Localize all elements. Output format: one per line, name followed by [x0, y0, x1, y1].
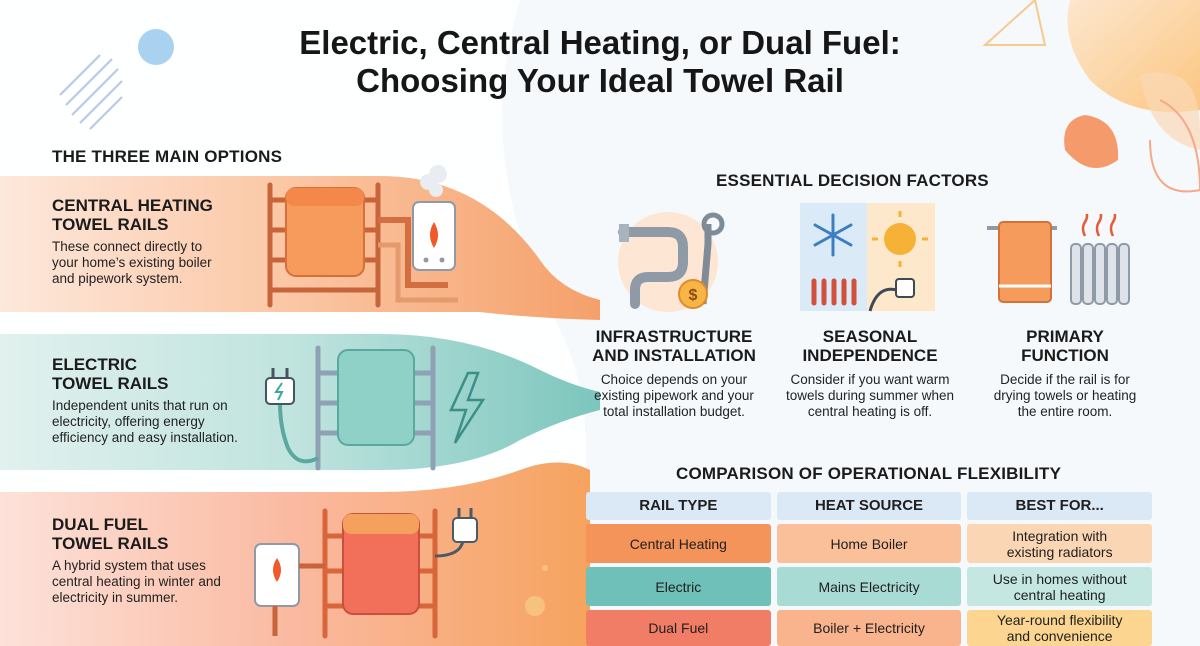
factor-description: Choice depends on your existing pipework…	[584, 372, 764, 420]
factor-title-line-1: INFRASTRUCTURE	[595, 327, 753, 346]
table-cell-best-for: Integration with existing radiators	[967, 524, 1153, 563]
factor-title-line-1: SEASONAL	[822, 327, 918, 346]
factor-title: INFRASTRUCTURE AND INSTALLATION	[584, 327, 764, 365]
table-row: Central Heating Home Boiler Integration …	[586, 524, 1153, 563]
factor-description: Consider if you want warm towels during …	[775, 372, 965, 420]
table-cell-best-for: Use in homes without central heating	[967, 567, 1153, 606]
factor-seasonal: SEASONAL INDEPENDENCE Consider if you wa…	[775, 327, 965, 420]
table-cell-rail-type: Dual Fuel	[586, 610, 771, 646]
table-cell-rail-type: Central Heating	[586, 524, 771, 563]
option-description-line-3: electricity in summer.	[52, 590, 179, 605]
factor-description-line-3: central heating is off.	[807, 404, 933, 419]
table-header-cell: HEAT SOURCE	[776, 492, 962, 520]
table-header-row: RAIL TYPE HEAT SOURCE BEST FOR...	[586, 492, 1153, 520]
factor-description-line-2: drying towels or heating	[993, 388, 1137, 403]
factor-title: PRIMARY FUNCTION	[975, 327, 1155, 365]
best-for-line-1: Year-round flexibility	[996, 612, 1123, 628]
option-description-line-2: electricity, offering energy	[52, 414, 205, 429]
option-title: CENTRAL HEATING TOWEL RAILS	[52, 196, 282, 234]
table-cell-heat-source: Home Boiler	[776, 524, 962, 563]
option-title-line-1: DUAL FUEL	[52, 515, 149, 534]
table-cell-heat-source: Mains Electricity	[776, 567, 962, 606]
option-description-line-3: efficiency and easy installation.	[52, 430, 238, 445]
best-for-line-2: and convenience	[1006, 628, 1113, 644]
option-description-line-1: These connect directly to	[52, 239, 203, 254]
table-row: Electric Mains Electricity Use in homes …	[586, 567, 1153, 606]
table-cell-heat-source: Boiler + Electricity	[776, 610, 962, 646]
table-cell-rail-type: Electric	[586, 567, 771, 606]
factor-title-line-2: INDEPENDENCE	[802, 346, 938, 365]
best-for-line-2: existing radiators	[1006, 543, 1113, 560]
factor-description-line-1: Decide if the rail is for	[1000, 372, 1130, 387]
best-for-line-2: central heating	[1013, 586, 1106, 603]
dual-fuel-rail-boiler-plug-icon	[254, 508, 478, 639]
factor-description-line-1: Consider if you want warm	[790, 372, 950, 387]
option-dual-fuel: DUAL FUEL TOWEL RAILS A hybrid system th…	[52, 515, 282, 606]
option-title: ELECTRIC TOWEL RAILS	[52, 355, 282, 393]
factor-primary-function: PRIMARY FUNCTION Decide if the rail is f…	[975, 327, 1155, 420]
electric-rail-plug-icon	[265, 345, 486, 471]
table-header-cell: BEST FOR...	[967, 492, 1153, 520]
table-header-cell: RAIL TYPE	[586, 492, 771, 520]
factor-description-line-2: existing pipework and your	[594, 388, 754, 403]
towel-radiator-icon	[987, 214, 1130, 305]
page-title: Electric, Central Heating, or Dual Fuel:…	[180, 24, 1020, 100]
factor-infrastructure: INFRASTRUCTURE AND INSTALLATION Choice d…	[584, 327, 764, 420]
factor-description-line-3: total installation budget.	[603, 404, 745, 419]
table-row: Dual Fuel Boiler + Electricity Year-roun…	[586, 610, 1153, 646]
factor-title-line-2: AND INSTALLATION	[592, 346, 756, 365]
factor-title: SEASONAL INDEPENDENCE	[775, 327, 965, 365]
factor-title-line-1: PRIMARY	[1026, 327, 1104, 346]
factor-description-line-3: the entire room.	[1017, 404, 1113, 419]
comparison-heading: COMPARISON OF OPERATIONAL FLEXIBILITY	[676, 464, 1062, 483]
best-for-line-1: Integration with	[1012, 527, 1108, 544]
option-description-line-2: central heating in winter and	[52, 574, 221, 589]
option-description: A hybrid system that uses central heatin…	[52, 558, 282, 606]
central-heating-rail-boiler-icon	[267, 165, 458, 308]
snowflake-sun-plug-icon	[800, 203, 935, 312]
option-description-line-1: A hybrid system that uses	[52, 558, 206, 573]
option-description: These connect directly to your home’s ex…	[52, 239, 282, 287]
factors-heading: ESSENTIAL DECISION FACTORS	[716, 171, 989, 190]
table-cell-best-for: Year-round flexibility and convenience	[967, 610, 1153, 646]
factor-title-line-2: FUNCTION	[1021, 346, 1109, 365]
option-electric: ELECTRIC TOWEL RAILS Independent units t…	[52, 355, 282, 446]
factor-description-line-2: towels during summer when	[785, 388, 955, 403]
option-title: DUAL FUEL TOWEL RAILS	[52, 515, 282, 553]
svg-text:$: $	[689, 287, 698, 304]
factor-description: Decide if the rail is for drying towels …	[975, 372, 1155, 420]
options-heading: THE THREE MAIN OPTIONS	[52, 147, 283, 166]
option-title-line-2: TOWEL RAILS	[52, 374, 169, 393]
option-description-line-2: your home’s existing boiler	[52, 255, 212, 270]
factor-description-line-1: Choice depends on your	[600, 372, 748, 387]
page-title-line-2: Choosing Your Ideal Towel Rail	[356, 62, 844, 99]
option-description-line-1: Independent units that run on	[52, 398, 228, 413]
option-description: Independent units that run on electricit…	[52, 398, 282, 446]
option-description-line-3: and pipework system.	[52, 271, 183, 286]
pipe-wrench-coin-icon: $	[618, 212, 725, 312]
option-title-line-2: TOWEL RAILS	[52, 215, 169, 234]
best-for-line-1: Use in homes without	[992, 570, 1127, 587]
option-title-line-1: CENTRAL HEATING	[52, 196, 213, 215]
option-title-line-1: ELECTRIC	[52, 355, 137, 374]
page-title-line-1: Electric, Central Heating, or Dual Fuel:	[299, 24, 901, 61]
comparison-table: RAIL TYPE HEAT SOURCE BEST FOR... Centra…	[586, 492, 1153, 646]
option-title-line-2: TOWEL RAILS	[52, 534, 169, 553]
option-central-heating: CENTRAL HEATING TOWEL RAILS These connec…	[52, 196, 282, 287]
